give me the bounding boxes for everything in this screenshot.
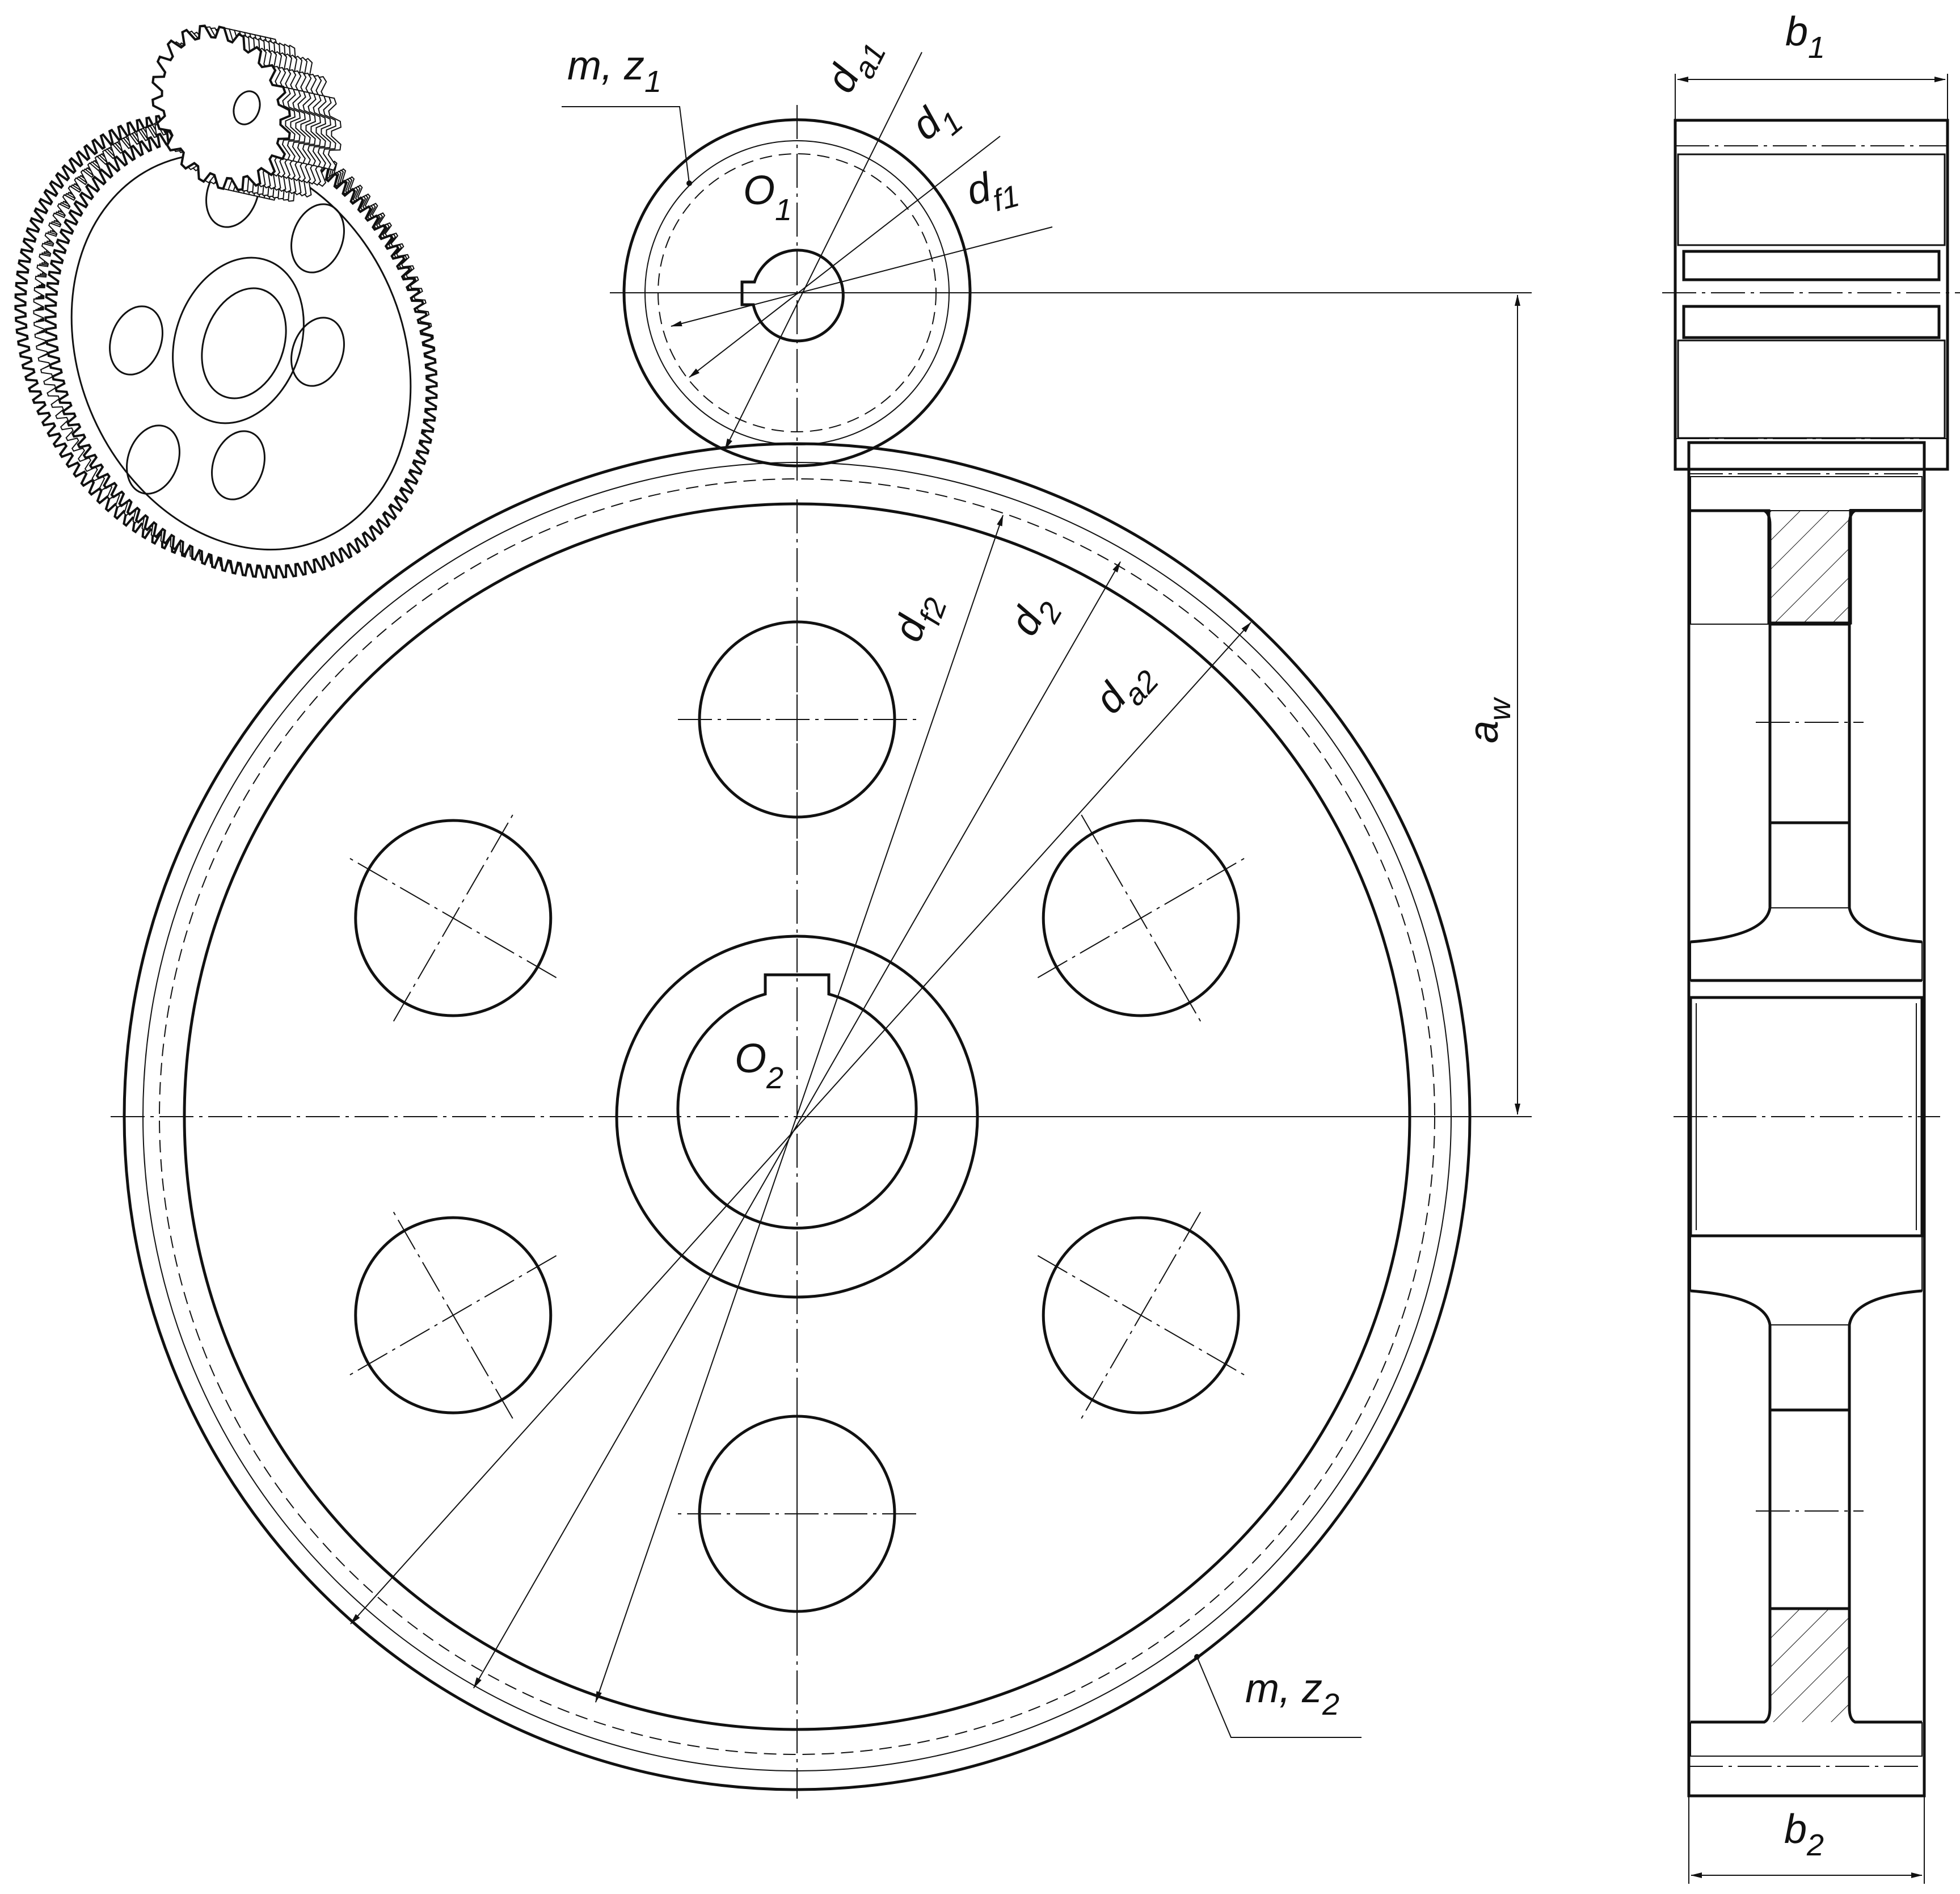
labels: m, z1 O1 da1 d1 df1 df2 d2 da2 O2 m, z2 … — [567, 9, 1825, 1862]
dim-label-da1: da1 — [817, 28, 893, 104]
gear-callout-label: m, z2 — [1245, 1666, 1339, 1722]
gear-da2-dim-line — [350, 622, 1251, 1624]
gear-web-left-top — [1690, 509, 1772, 944]
hole-tangent-axis — [393, 814, 513, 1022]
gear-web-hatch-mid-bottom — [1769, 1324, 1850, 1411]
dim-label-d1: d1 — [903, 89, 970, 157]
gear-hub-hatch-top — [1690, 907, 1923, 981]
dim-label-df2: df2 — [885, 586, 954, 650]
dim-label-d2: d2 — [1001, 586, 1069, 648]
gear-callout-sub: 2 — [1322, 1687, 1339, 1722]
iso-gear-hole — [211, 430, 265, 500]
df1-sub: f1 — [989, 179, 1023, 218]
center-distance-dimension — [797, 294, 1532, 1117]
side-section-view — [1662, 74, 1960, 1884]
pinion-da1-dim-line — [724, 52, 922, 450]
iso-gear-bore — [201, 287, 287, 399]
pinion-center-label: O1 — [743, 168, 792, 227]
pinion-section-hatch-bottom — [1677, 339, 1946, 439]
b1-base: b — [1785, 9, 1808, 54]
b2-sub: 2 — [1806, 1828, 1824, 1862]
iso-gear-hole — [290, 317, 345, 387]
hole-tangent-axis — [1081, 814, 1202, 1022]
gear-web-right-bottom — [1848, 1289, 1923, 1724]
hole-tangent-axis — [393, 1211, 513, 1419]
isometric-large-gear — [14, 113, 438, 579]
gear-front-view — [111, 442, 1526, 1799]
gear-center-sub: 2 — [766, 1061, 783, 1095]
iso-gear-hole — [126, 424, 180, 495]
pinion-callout-label: m, z1 — [567, 43, 661, 99]
aw-base: a — [1461, 721, 1507, 743]
dim-label-da2: da2 — [1086, 650, 1165, 729]
gear-callout-dot — [1194, 1654, 1200, 1660]
gear-center-label: O2 — [735, 1036, 783, 1095]
gear-callout-leader — [1196, 1656, 1362, 1738]
dim-label-b1: b1 — [1785, 9, 1825, 65]
gear-web-left-bottom — [1690, 1289, 1772, 1724]
b1-sub: 1 — [1808, 31, 1825, 65]
pinion-keyway-slot — [1682, 250, 1941, 281]
dim-label-df1: df1 — [962, 158, 1023, 224]
pinion-bore-with-keyway — [740, 249, 845, 343]
gear-rim-hatch-bottom — [1690, 1722, 1923, 1757]
iso-pinion-layer — [151, 24, 292, 191]
gear-web-hatch-mid-top — [1769, 822, 1850, 908]
pinion-section-outline — [1674, 119, 1949, 471]
pinion-center-sub: 1 — [775, 193, 792, 227]
pinion-callout-sub: 1 — [644, 65, 661, 99]
iso-gear-hole — [109, 305, 163, 376]
gear-hub-hatch-bottom — [1690, 1235, 1923, 1325]
pinion-bore-lower — [1682, 305, 1941, 339]
gear-center-text: O — [735, 1036, 766, 1081]
iso-gear-web — [70, 153, 412, 551]
iso-gear-hub — [172, 256, 305, 424]
pinion-front-view — [562, 52, 1532, 482]
gear-rim-hatch-top — [1690, 476, 1923, 511]
dim-label-aw: aw — [1461, 697, 1517, 743]
gear-df2-dim-line — [595, 515, 1004, 1703]
pinion-callout-text: m, z — [567, 43, 644, 89]
b2-base: b — [1784, 1807, 1807, 1852]
hole-tangent-axis — [1081, 1211, 1202, 1419]
gear-web-hatch-bottom — [1769, 1610, 1851, 1722]
iso-pinion-bore — [233, 90, 261, 125]
aw-sub: w — [1483, 697, 1517, 721]
pinion-callout-dot — [686, 180, 692, 186]
gear-callout-text: m, z — [1245, 1666, 1322, 1711]
gear-web-hatch-top — [1769, 511, 1851, 623]
isometric-pinion — [151, 24, 342, 202]
isometric-gear-view — [14, 24, 438, 579]
pinion-df1-dim-line — [671, 226, 1053, 327]
pinion-center-text: O — [743, 168, 775, 213]
pinion-section-hatch-top — [1677, 153, 1946, 246]
gear-web-right-top — [1848, 509, 1923, 944]
gear-section-outline — [1687, 441, 1926, 1798]
iso-gear-front-face — [44, 125, 438, 579]
pinion-d1-dim-line — [689, 136, 1001, 378]
pinion-callout-leader — [562, 106, 690, 184]
iso-gear-hole — [290, 203, 345, 273]
dim-label-b2: b2 — [1784, 1807, 1824, 1862]
